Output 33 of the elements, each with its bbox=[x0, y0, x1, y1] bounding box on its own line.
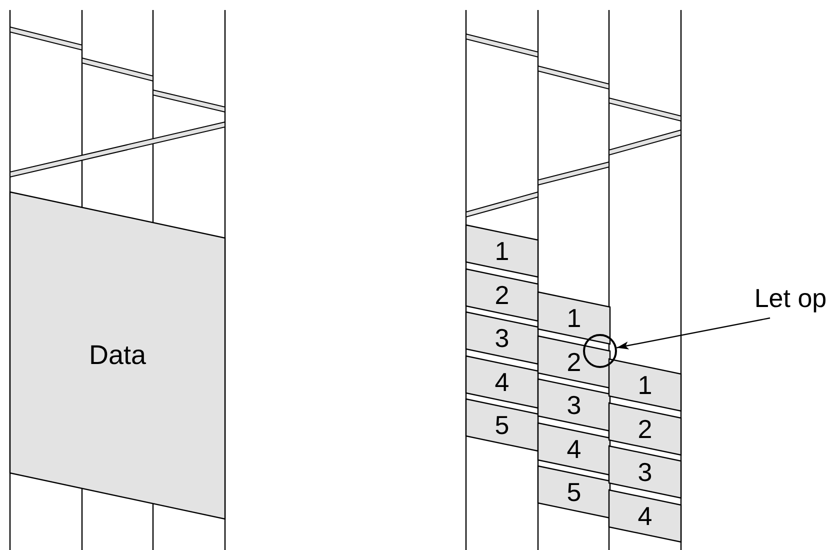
packet-number: 1 bbox=[494, 238, 510, 264]
parallelogram-box bbox=[609, 490, 681, 542]
parallelogram-box bbox=[466, 399, 538, 451]
packet-number: 2 bbox=[638, 416, 652, 442]
packet-number: 4 bbox=[494, 368, 510, 394]
packet-number: 3 bbox=[494, 325, 510, 351]
parallelogram-box bbox=[538, 466, 610, 518]
packet-number: 2 bbox=[566, 348, 582, 374]
packet-number: 4 bbox=[638, 502, 652, 528]
packet-number: 1 bbox=[638, 372, 652, 398]
parallelogram-box bbox=[10, 192, 225, 519]
data-label: Data bbox=[88, 342, 146, 369]
parallelogram-box bbox=[538, 336, 610, 388]
parallelogram-box bbox=[609, 402, 681, 454]
packet-number: 5 bbox=[566, 479, 582, 505]
parallelogram-box bbox=[466, 225, 538, 277]
parallelogram-box bbox=[466, 356, 538, 408]
parallelogram-box bbox=[538, 422, 610, 474]
arrow bbox=[616, 317, 770, 350]
parallelogram-box bbox=[538, 379, 610, 431]
highlight-circle bbox=[583, 334, 617, 368]
parallelogram-box bbox=[466, 268, 538, 320]
parallelogram-box bbox=[538, 292, 610, 344]
packet-number: 1 bbox=[566, 305, 582, 331]
parallelogram-box bbox=[609, 359, 681, 411]
packet-number: 3 bbox=[566, 392, 582, 418]
parallelogram-box bbox=[609, 446, 681, 498]
packet-number: 5 bbox=[494, 412, 510, 438]
packet-number: 3 bbox=[638, 459, 652, 485]
packet-number: 2 bbox=[494, 282, 510, 308]
parallelogram-box bbox=[466, 312, 538, 364]
callout-label: Let op bbox=[754, 285, 827, 311]
packet-number: 4 bbox=[566, 436, 582, 462]
